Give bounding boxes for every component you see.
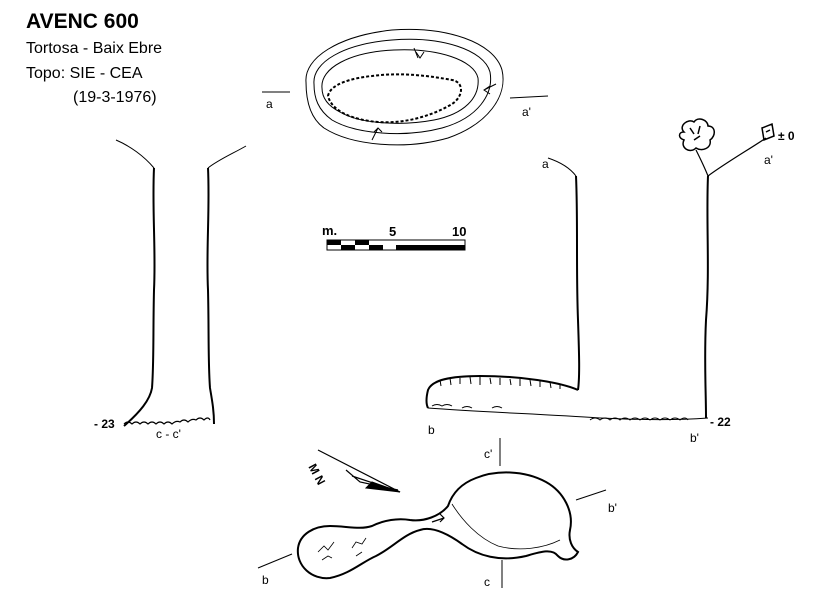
section-ab-left-wall: [575, 175, 581, 391]
depth-label-cc: - 23: [94, 417, 115, 431]
north-arrow-fill: [364, 481, 401, 493]
survey-date: (19-3-1976): [73, 89, 157, 106]
datum-marker: [761, 122, 775, 142]
section-cc-left-wall: [123, 167, 156, 427]
section-label-a-prime: a': [764, 153, 773, 167]
plan-label-a-prime: a': [522, 105, 531, 119]
chamber-inner-line: [451, 503, 561, 550]
north-arrow: [317, 449, 401, 493]
section-ab-chamber-roof: [425, 374, 579, 409]
slope-arrow-2: [483, 83, 497, 95]
section-cc-floor-rubble: [123, 417, 211, 425]
depth-label-ab: - 22: [710, 415, 731, 429]
survey-credit: Topo: SIE - CEA: [26, 65, 143, 82]
plan-label-c-prime: c': [484, 447, 492, 461]
section-ab-surface-left: [547, 157, 577, 177]
scale-bar: [326, 239, 466, 251]
plan-chamber: M N: [257, 438, 607, 588]
chamber-inner-crack-2: [351, 537, 367, 557]
cave-title: AVENC 600: [26, 10, 139, 33]
plan-label-b: b: [262, 573, 269, 587]
chamber-inner-crack-1: [317, 541, 335, 561]
section-ab-surface-right: [707, 137, 767, 177]
section-cc: [115, 139, 247, 427]
section-ab-stalactites: [439, 376, 561, 389]
chamber-slope-arrow: [431, 513, 445, 523]
section-ab-floor-rubble: [431, 404, 689, 421]
north-label: M N: [305, 461, 328, 487]
section-cc-surface-left: [115, 139, 155, 169]
scale-unit-label: m.: [322, 223, 337, 238]
section-cc-surface-right: [207, 145, 247, 169]
plan-label-a: a: [266, 97, 273, 111]
contour-middle: [313, 38, 492, 135]
slope-arrow-1: [413, 47, 425, 59]
contour-inner: [321, 49, 479, 124]
section-line-b-right: [575, 489, 607, 501]
section-label-b: b: [428, 423, 435, 437]
plan-label-b-prime: b': [608, 501, 617, 515]
entrance-shaft-outline: [326, 73, 462, 124]
section-cc-label: c - c': [156, 427, 181, 441]
section-ab-floor: [427, 407, 709, 420]
plan-label-c: c: [484, 575, 490, 589]
section-label-b-prime: b': [690, 431, 699, 445]
section-line-b-left: [257, 553, 293, 569]
zero-datum-label: ± 0: [778, 129, 795, 143]
location-text: Tortosa - Baix Ebre: [26, 40, 163, 57]
chamber-outline: [296, 471, 580, 580]
tree-symbol: [678, 118, 715, 152]
contour-outer: [305, 28, 504, 146]
section-cc-right-wall: [206, 167, 215, 425]
section-ab: [425, 118, 775, 421]
section-label-a: a: [542, 157, 549, 171]
plan-entrance: [262, 28, 549, 146]
scale-end-label: 10: [452, 224, 466, 239]
scale-mid-label: 5: [389, 224, 396, 239]
slope-arrow-3: [371, 127, 383, 141]
section-ab-right-wall: [704, 175, 709, 419]
section-line-a-right: [509, 95, 549, 99]
section-ab-surface-tree-side: [695, 149, 709, 177]
